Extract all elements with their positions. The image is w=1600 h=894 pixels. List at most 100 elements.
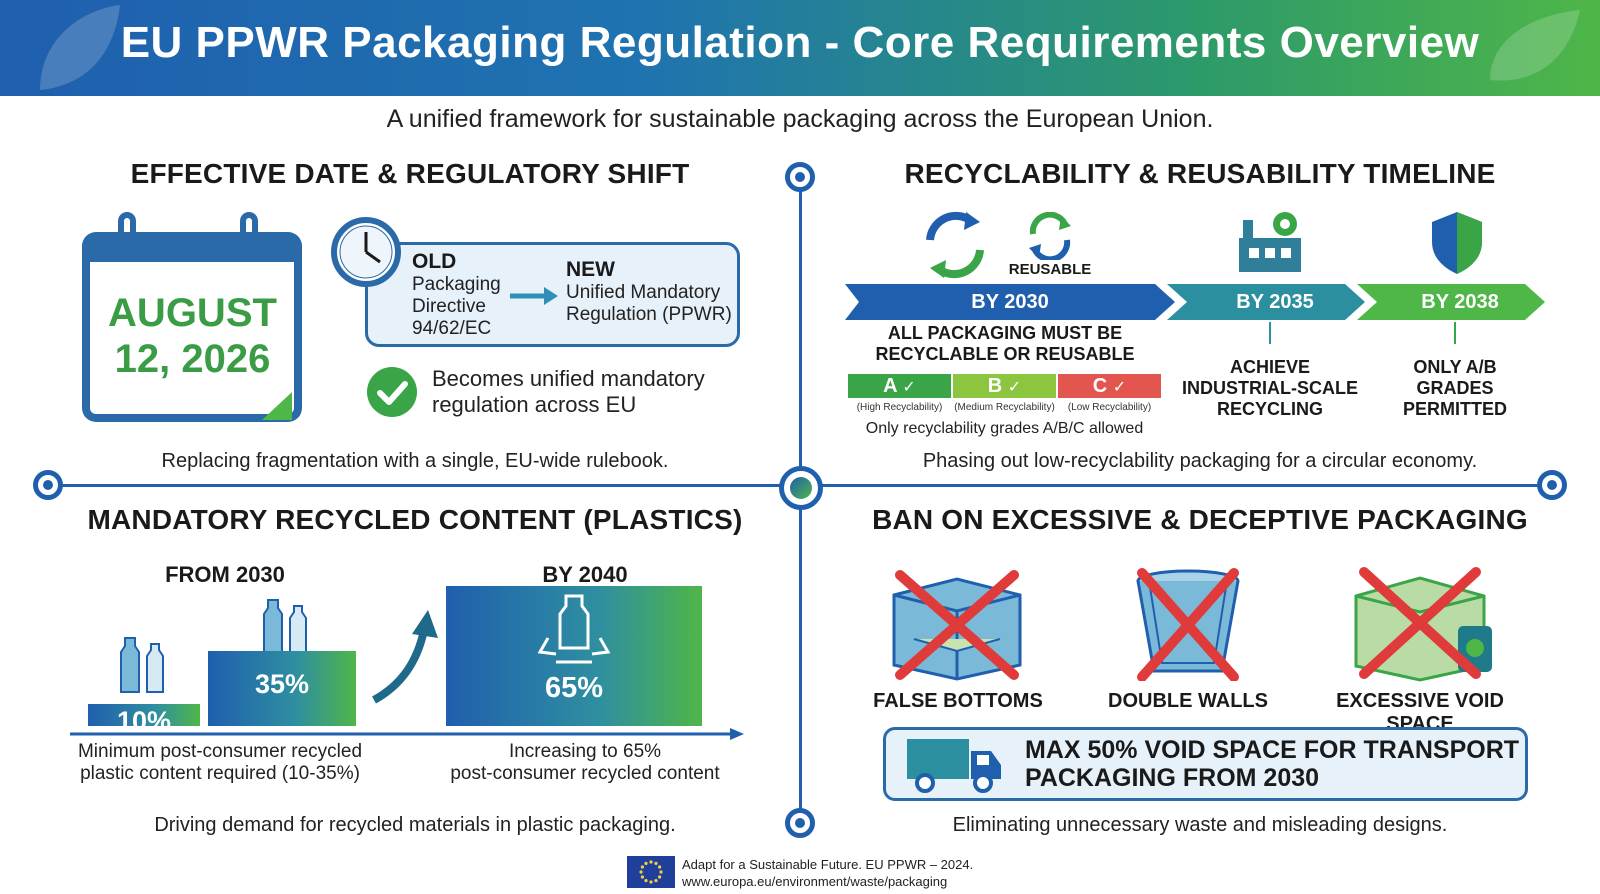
grade-a: A ✓ xyxy=(848,374,951,398)
divider-node-left xyxy=(33,470,63,500)
recycled-bottle-icon xyxy=(537,594,611,664)
excessive-void-box-icon xyxy=(1354,567,1492,682)
note-line: post-consumer recycled content xyxy=(450,763,720,784)
milestone-2035-text: ACHIEVE INDUSTRIAL-SCALE RECYCLING xyxy=(1180,357,1360,420)
label-from-2030: FROM 2030 xyxy=(165,562,285,587)
double-wall-cup-icon xyxy=(1136,568,1240,681)
milestone-line: RECYCLING xyxy=(1216,399,1323,419)
timeline-milestone-2038: BY 2038 xyxy=(1421,291,1499,313)
note-line: Increasing to 65% xyxy=(508,741,662,762)
timeline-milestone-2035: BY 2035 xyxy=(1236,291,1314,313)
section-caption: Phasing out low-recyclability packaging … xyxy=(922,450,1478,472)
ban-false-bottoms: FALSE BOTTOMS xyxy=(873,690,1043,712)
note-line: plastic content required (10-35%) xyxy=(80,763,360,784)
grade-b: B ✓ xyxy=(953,374,1056,398)
page-subtitle: A unified framework for sustainable pack… xyxy=(386,105,1214,133)
new-label: NEW xyxy=(566,258,615,281)
grade-check-icon: ✓ xyxy=(1112,379,1127,396)
grade-letter: B xyxy=(987,375,1003,397)
divider-hub xyxy=(779,466,823,510)
old-line: Directive xyxy=(412,296,486,317)
grade-letter: A xyxy=(883,375,897,397)
grade-check-icon: ✓ xyxy=(902,379,916,396)
unified-regulation-note: Becomes unified mandatory regulation acr… xyxy=(432,366,762,418)
grade-check-icon: ✓ xyxy=(1007,379,1022,396)
chart-baseline-arrow xyxy=(70,728,744,740)
new-line: Regulation (PPWR) xyxy=(566,304,732,325)
eu-stars-icon xyxy=(639,860,663,884)
section-title-ban: BAN ON EXCESSIVE & DECEPTIVE PACKAGING xyxy=(872,504,1528,535)
old-directive: OLD Packaging Directive 94/62/EC xyxy=(412,250,532,340)
recycle-arrows-icon xyxy=(926,211,984,279)
section-title-recycled-content: MANDATORY RECYCLED CONTENT (PLASTICS) xyxy=(87,504,743,535)
clock-icon xyxy=(331,217,401,287)
note-left: Minimum post-consumer recycled plastic c… xyxy=(70,741,370,785)
section-caption: Eliminating unnecessary waste and mislea… xyxy=(952,814,1448,836)
new-regulation: NEW Unified Mandatory Regulation (PPWR) xyxy=(566,258,741,326)
void-space-rule-text: MAX 50% VOID SPACE FOR TRANSPORT PACKAGI… xyxy=(1025,736,1525,792)
milestone-connector xyxy=(1454,322,1456,344)
note-line: Minimum post-consumer recycled xyxy=(77,741,363,762)
calendar-ring-icon xyxy=(118,212,136,250)
milestone-2038-text: ONLY A/B GRADES PERMITTED xyxy=(1375,357,1535,420)
milestone-line: ACHIEVE xyxy=(1229,357,1310,377)
note-right: Increasing to 65% post-consumer recycled… xyxy=(440,741,730,785)
header-banner: EU PPWR Packaging Regulation - Core Requ… xyxy=(0,0,1600,96)
milestone-line: INDUSTRIAL-SCALE xyxy=(1182,378,1358,398)
eu-flag-icon xyxy=(627,856,675,888)
section-caption: Driving demand for recycled materials in… xyxy=(154,814,676,836)
divider-node-top xyxy=(785,162,815,192)
bar-value-label: 65% xyxy=(544,672,604,704)
section-caption: Replacing fragmentation with a single, E… xyxy=(161,450,669,472)
old-line: 94/62/EC xyxy=(412,318,492,339)
reusable-label: REUSABLE xyxy=(1008,261,1092,278)
milestone-2030-text: ALL PACKAGING MUST BE RECYCLABLE OR REUS… xyxy=(855,323,1155,365)
grade-c: C ✓ xyxy=(1058,374,1161,398)
old-label: OLD xyxy=(412,250,457,273)
calendar-fold-icon xyxy=(262,392,292,420)
milestone-line: RECYCLABLE OR REUSABLE xyxy=(875,344,1135,364)
note-line: Becomes unified mandatory xyxy=(432,366,705,391)
divider-node-right xyxy=(1537,470,1567,500)
effective-date: AUGUST 12, 2026 xyxy=(90,290,295,382)
false-bottom-box-icon xyxy=(892,570,1022,681)
section-title-timeline: RECYCLABILITY & REUSABILITY TIMELINE xyxy=(904,158,1496,189)
arrow-right-icon xyxy=(510,287,558,305)
old-line: Packaging xyxy=(412,274,501,295)
checkmark-icon xyxy=(367,367,417,417)
truck-icon xyxy=(907,739,1001,793)
footer-line: Adapt for a Sustainable Future. EU PPWR … xyxy=(682,857,974,872)
timeline-arrow xyxy=(845,284,1545,320)
calendar-ring-icon xyxy=(240,212,258,250)
grades-note: Only recyclability grades A/B/C allowed xyxy=(865,420,1144,437)
footer-text: Adapt for a Sustainable Future. EU PPWR … xyxy=(682,856,973,890)
bar-value-label: 35% xyxy=(254,669,310,699)
reusable-icon xyxy=(1029,212,1071,260)
section-title-effective-date: EFFECTIVE DATE & REGULATORY SHIFT xyxy=(130,158,690,189)
milestone-line: PERMITTED xyxy=(1402,399,1507,419)
grade-a-desc: (High Recyclability) xyxy=(856,402,943,413)
timeline-milestone-2030: BY 2030 xyxy=(971,291,1049,313)
factory-icon xyxy=(1239,212,1301,272)
recycled-content-chart: 10% 35% 65% xyxy=(70,560,740,740)
milestone-line: ALL PACKAGING MUST BE xyxy=(887,323,1123,343)
bar-35-percent: 35% xyxy=(208,651,356,726)
rule-line: MAX 50% VOID SPACE FOR TRANSPORT xyxy=(1025,736,1520,764)
shield-icon xyxy=(1432,212,1482,274)
bar-value-label: 10% xyxy=(116,706,172,736)
plastic-bottles-icon xyxy=(263,599,307,655)
milestone-connector xyxy=(1269,322,1271,344)
date-day-year: 12, 2026 xyxy=(114,337,271,381)
calendar-icon xyxy=(82,232,302,422)
footer-link[interactable]: www.europa.eu/environment/waste/packagin… xyxy=(682,874,948,889)
leaf-decoration-icon xyxy=(40,5,120,90)
grade-letter: C xyxy=(1092,375,1108,397)
grade-b-desc: (Medium Recyclability) xyxy=(954,402,1055,413)
milestone-line: ONLY A/B xyxy=(1413,357,1497,377)
bar-10-percent: 10% xyxy=(88,704,200,736)
note-line: regulation across EU xyxy=(432,392,637,417)
new-line: Unified Mandatory xyxy=(566,282,721,303)
rule-line: PACKAGING FROM 2030 xyxy=(1025,764,1320,792)
date-month: AUGUST xyxy=(108,291,277,335)
label-by-2040: BY 2040 xyxy=(542,562,628,587)
